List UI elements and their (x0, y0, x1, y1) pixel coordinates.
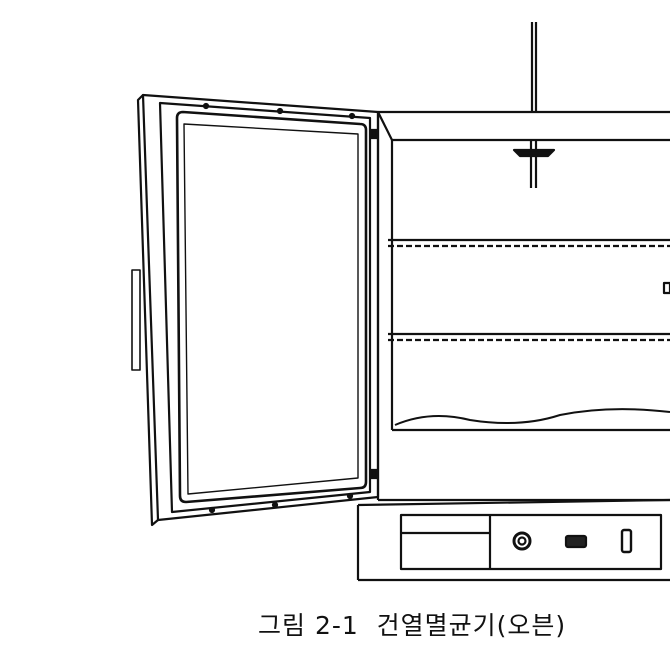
oven-shelf-lower (388, 281, 670, 342)
control-panel (399, 513, 663, 571)
oven-cabinet (376, 110, 670, 502)
oven-shelf-upper (388, 238, 670, 248)
temperature-knob-icon[interactable] (512, 531, 532, 551)
figure-caption: 그림 2-1 건열멸균기(오븐) (258, 611, 567, 640)
thermometer-rod (512, 22, 556, 188)
oven-base (356, 498, 670, 582)
power-switch-icon[interactable] (564, 534, 588, 549)
oven-door-open (131, 93, 380, 527)
indicator-lamp-icon (620, 528, 633, 554)
